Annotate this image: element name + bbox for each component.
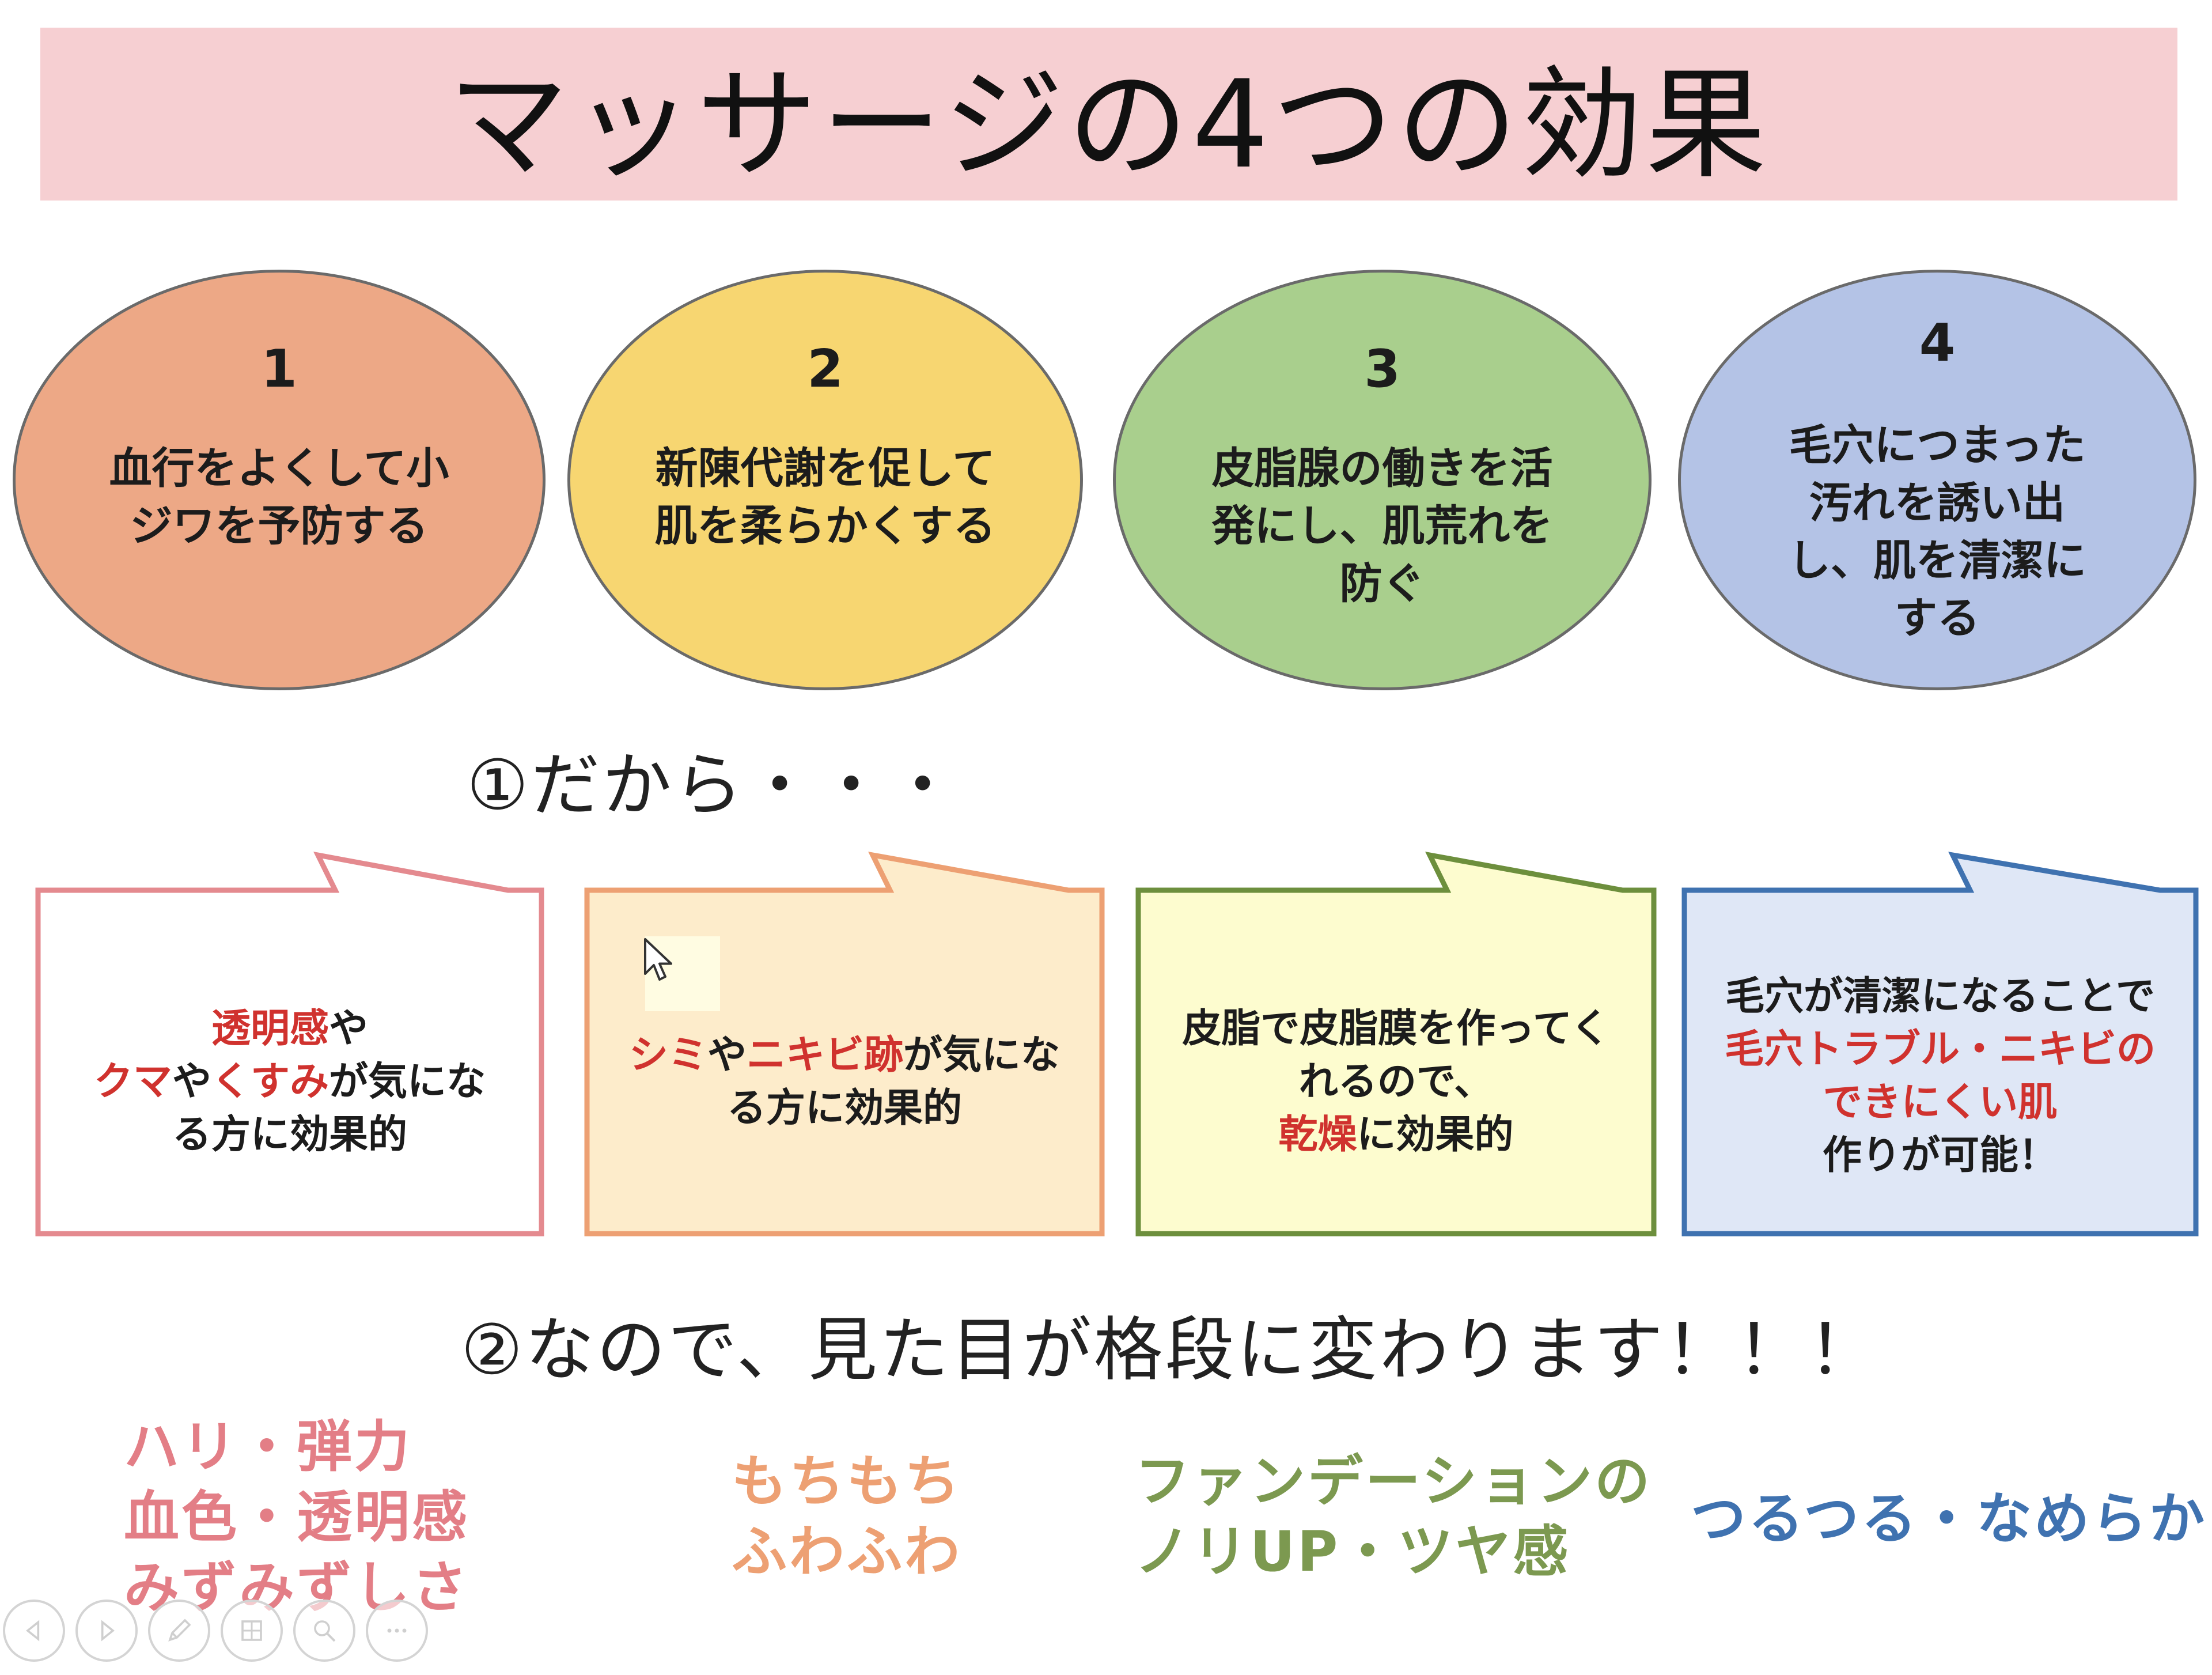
speech-text: や: [707, 1032, 747, 1078]
speech-text: 皮脂で皮脂膜を作ってく: [1182, 1005, 1610, 1052]
next-slide-button[interactable]: [75, 1600, 138, 1662]
highlight-text: 透明感: [211, 1005, 329, 1052]
result-line: もちもち: [732, 1449, 962, 1514]
effect-3-bubble: 3 皮脂腺の働きを活発にし、肌荒れを防ぐ: [1113, 270, 1652, 690]
highlight-text: シミ: [628, 1032, 707, 1078]
speech-text: 毛穴が清潔になることで: [1725, 973, 2155, 1019]
section-heading-so: ②なので、見た目が格段に変わります！！！: [461, 1310, 1880, 1390]
highlight-text: くすみ: [211, 1058, 329, 1105]
result-2: もちもち ふわふわ: [732, 1446, 962, 1587]
effect-number: 3: [1364, 339, 1400, 399]
result-4: つるつる・なめらか: [1691, 1484, 2207, 1554]
pen-icon: [168, 1619, 191, 1642]
highlight-text: できにくい肌: [1823, 1079, 2058, 1125]
slide-title: マッサージの4つの効果: [448, 54, 1770, 195]
effect-number: 1: [261, 339, 297, 399]
previous-slide-button[interactable]: [3, 1600, 65, 1662]
highlight-text: 毛穴トラブル・ニキビの: [1724, 1026, 2156, 1072]
effect-text: 血行をよくして小ジワを予防する: [109, 444, 449, 551]
slides-icon: [241, 1620, 262, 1641]
result-line: 血色・透明感: [124, 1485, 469, 1549]
speech-box-3: 皮脂で皮脂膜を作ってく れるので、 乾燥に効果的: [1135, 851, 1657, 1237]
more-icon: [387, 1628, 407, 1633]
effect-number: 4: [1919, 313, 1956, 373]
result-line: ハリ・弾力: [124, 1415, 412, 1479]
result-3: ファンデーションの ノリUP・ツヤ感: [1135, 1446, 1652, 1587]
pen-button[interactable]: [148, 1600, 210, 1662]
effect-text: 新陳代謝を促して肌を柔らかくする: [654, 444, 996, 551]
highlight-text: クマ: [93, 1058, 172, 1105]
effect-4-bubble: 4 毛穴につまった汚れを誘い出し、肌を清潔にする: [1678, 270, 2196, 690]
result-1: ハリ・弾力 血色・透明感 みずみずしさ: [124, 1412, 469, 1623]
speech-text: れるので、: [1298, 1058, 1494, 1105]
speech-text: や: [172, 1058, 211, 1105]
result-line: ファンデーションの: [1135, 1449, 1653, 1514]
speech-text: 作りが可能！: [1822, 1132, 2058, 1178]
result-line: ふわふわ: [732, 1519, 962, 1584]
speech-box-2: シミやニキビ跡が気にな る方に効果的: [584, 851, 1105, 1237]
speech-box-shape: [1135, 851, 1657, 1237]
speech-text: が気にな: [329, 1058, 486, 1105]
speech-text: に効果的: [1357, 1111, 1514, 1158]
zoom-icon: [314, 1620, 336, 1642]
section-heading-therefore: ①だから・・・: [467, 746, 960, 826]
effect-text: 毛穴につまった汚れを誘い出し、肌を清潔にする: [1788, 421, 2086, 643]
result-line: つるつる・なめらか: [1691, 1487, 2207, 1551]
speech-text: る方に効果的: [726, 1085, 962, 1131]
next-icon: [101, 1620, 115, 1642]
speech-box-shape: [1681, 852, 2199, 1237]
title-banner: マッサージの4つの効果: [40, 28, 2177, 201]
previous-icon: [26, 1620, 40, 1642]
effect-2-bubble: 2 新陳代謝を促して肌を柔らかくする: [567, 270, 1083, 690]
more-options-button[interactable]: [366, 1600, 428, 1662]
speech-box-4: 毛穴が清潔になることで 毛穴トラブル・ニキビの できにくい肌 作りが可能！: [1681, 852, 2199, 1237]
effect-1-bubble: 1 血行をよくして小ジワを予防する: [13, 270, 546, 690]
speech-text: る方に効果的: [172, 1111, 407, 1158]
highlight-text: 乾燥: [1278, 1111, 1357, 1158]
effect-number: 2: [807, 339, 843, 399]
speech-box-1: 透明感や クマやくすみが気にな る方に効果的: [35, 851, 544, 1237]
see-all-slides-button[interactable]: [221, 1600, 283, 1662]
result-line: ノリUP・ツヤ感: [1135, 1519, 1571, 1584]
highlight-text: ニキビ跡: [747, 1032, 904, 1078]
speech-text: や: [329, 1005, 369, 1052]
speech-text: が気にな: [903, 1032, 1060, 1078]
zoom-button[interactable]: [293, 1600, 355, 1662]
speech-box-shape: [35, 851, 544, 1237]
effect-text: 皮脂腺の働きを活発にし、肌荒れを防ぐ: [1211, 444, 1553, 608]
mouse-pointer-icon: [644, 938, 672, 981]
presentation-toolbar: [0, 1596, 521, 1665]
